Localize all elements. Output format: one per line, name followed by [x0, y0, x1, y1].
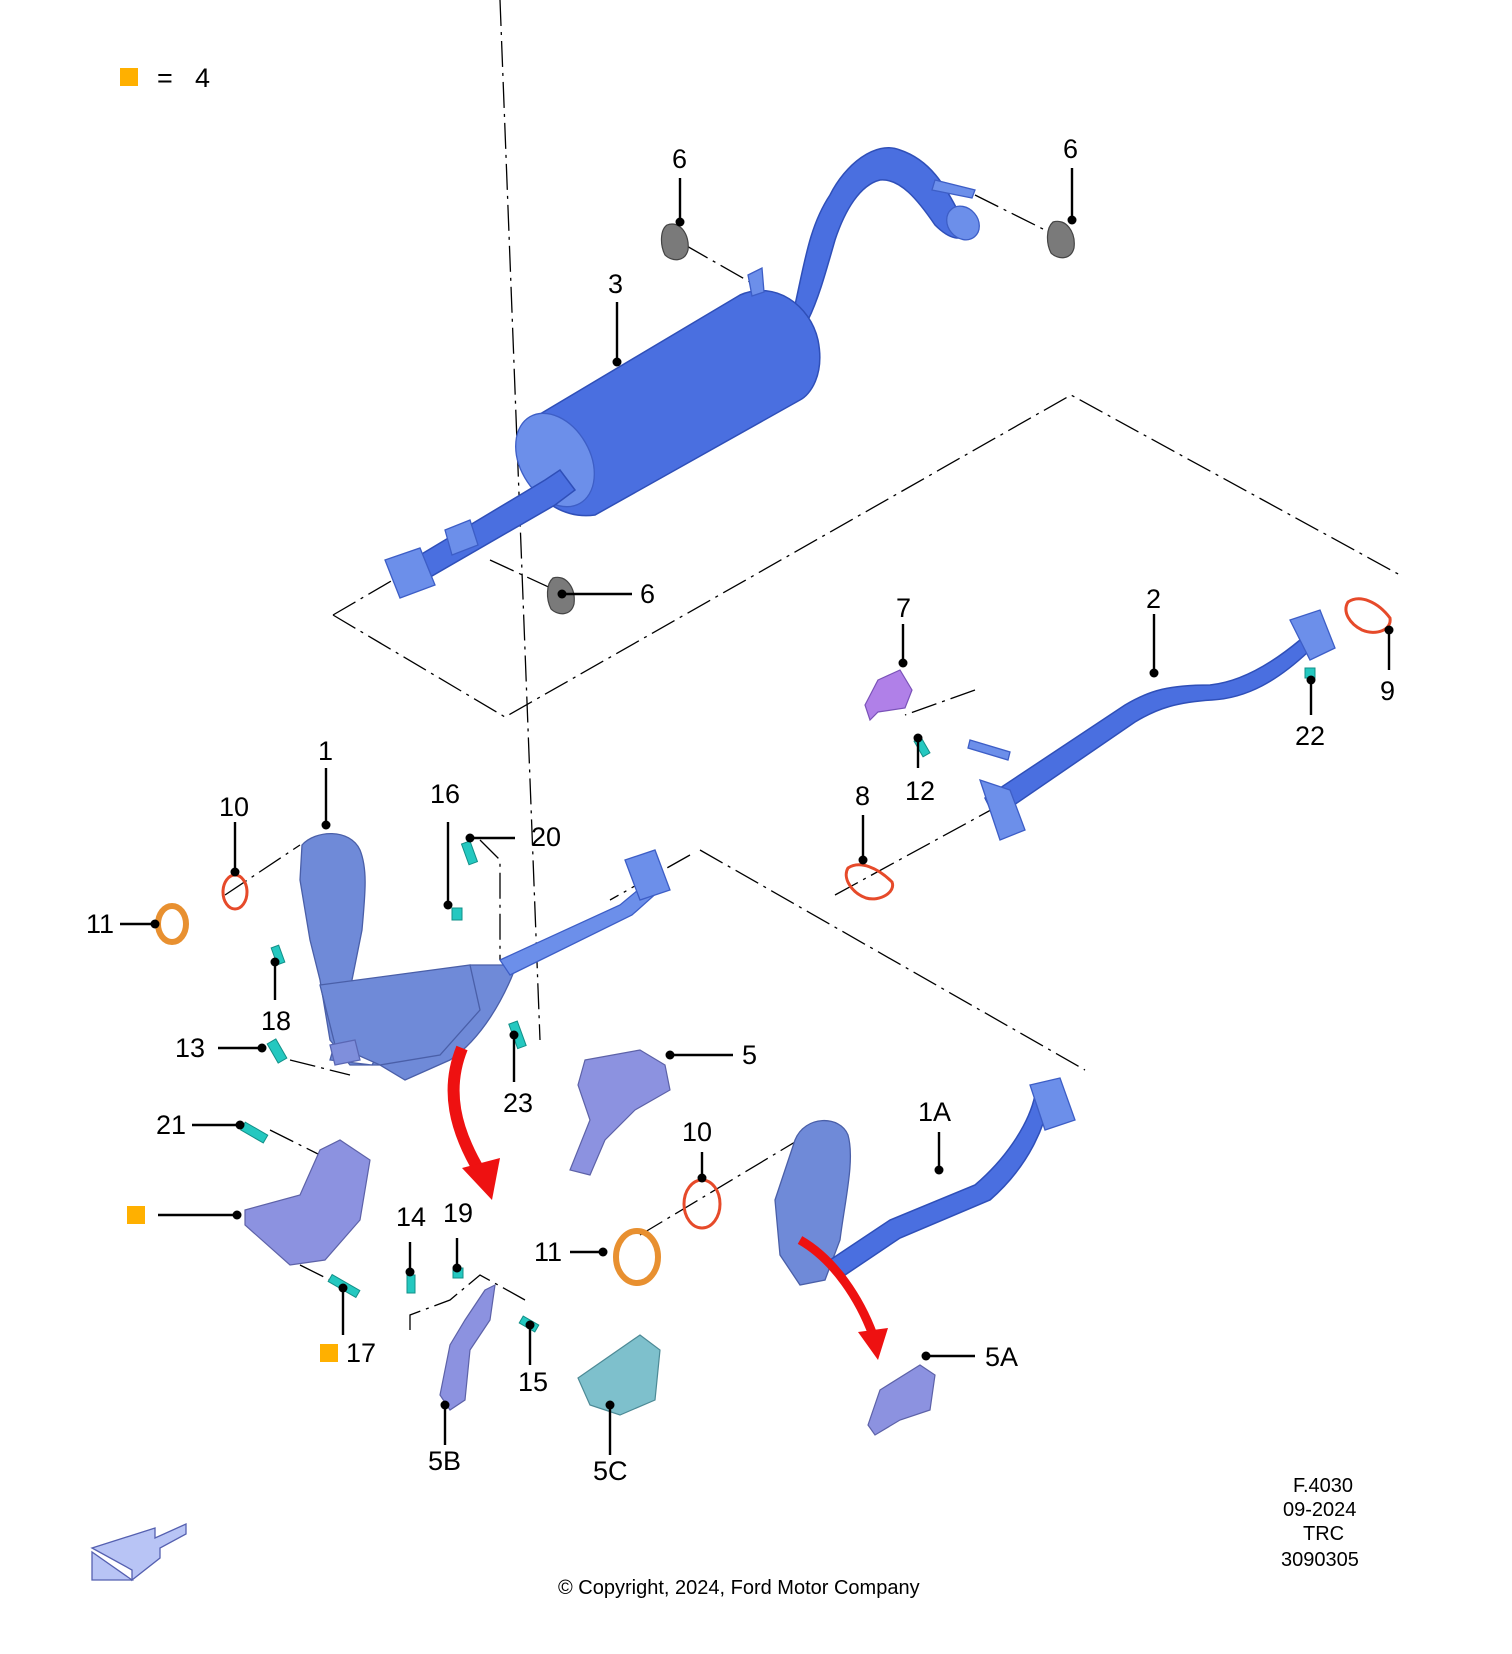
callout-7: 7: [896, 593, 911, 623]
callout-5a: 5A: [985, 1342, 1018, 1372]
callout-21: 21: [156, 1110, 186, 1140]
info-line-3: TRC: [1303, 1523, 1344, 1545]
legend-value: 4: [195, 63, 210, 93]
callout-22: 22: [1295, 721, 1325, 751]
callout-3: 3: [608, 269, 623, 299]
callout-6: 6: [672, 144, 687, 174]
bolt-icon: [266, 1038, 288, 1064]
callout-2: 2: [1146, 584, 1161, 614]
callout-5b: 5B: [428, 1446, 461, 1476]
nut-icon: [451, 907, 463, 921]
bolt-icon: [406, 1274, 416, 1294]
bolt-icon: [240, 1121, 269, 1144]
callout-14: 14: [396, 1202, 426, 1232]
callout-20: 20: [531, 822, 561, 852]
callout-15: 15: [518, 1367, 548, 1397]
bracket-icon: [864, 669, 913, 722]
callout-1a: 1A: [918, 1097, 951, 1127]
legend: = 4: [120, 63, 210, 93]
bolt-icon: [270, 944, 286, 966]
assembly-outlines: [224, 0, 1401, 1330]
callout-10: 10: [219, 792, 249, 822]
catalytic-converter-assembly: [299, 833, 671, 1081]
clamp-icon: [613, 1228, 661, 1286]
leader-lines: [120, 168, 1394, 1455]
bracket-5b-icon: [439, 1283, 496, 1411]
callout-11: 11: [534, 1237, 562, 1267]
callout-10: 10: [682, 1117, 712, 1147]
gaskets: [221, 597, 1392, 1230]
legend-equals: =: [157, 63, 173, 93]
clamp-icon: [155, 903, 189, 945]
callout-19: 19: [443, 1198, 473, 1228]
gasket-icon: [844, 863, 895, 901]
callout-12: 12: [905, 776, 935, 806]
callout-11: 11: [86, 909, 114, 939]
heat-shield-5c-icon: [577, 1334, 661, 1416]
callout-23: 23: [503, 1088, 533, 1118]
copyright-text: © Copyright, 2024, Ford Motor Company: [558, 1577, 920, 1599]
callout-8: 8: [855, 781, 870, 811]
isolator-icon: [1046, 220, 1075, 259]
info-line-2: 09-2024: [1283, 1499, 1356, 1521]
bolt-icon: [460, 840, 479, 866]
legend-square-icon: [320, 1344, 338, 1362]
red-curved-arrow-icon: [447, 1045, 888, 1360]
bracket-mount-icon: [244, 1139, 371, 1266]
gasket-icon: [1344, 597, 1392, 634]
info-line-4: 3090305: [1281, 1549, 1359, 1571]
callout-16: 16: [430, 779, 460, 809]
callout-6: 6: [640, 579, 655, 609]
intermediate-pipe: [967, 609, 1336, 841]
bracket-5a-icon: [867, 1364, 936, 1436]
legend-square-icon: [120, 68, 138, 86]
rear-muffler-assembly: [384, 147, 980, 599]
brackets: [244, 1049, 936, 1436]
callout-5c: 5C: [593, 1456, 628, 1486]
callout-17: 17: [346, 1338, 376, 1368]
legend-square-icon: [127, 1206, 145, 1224]
callout-18: 18: [261, 1006, 291, 1036]
gasket-icon: [682, 1178, 722, 1230]
callout-13: 13: [175, 1033, 205, 1063]
info-line-1: F.4030: [1293, 1475, 1353, 1497]
catalytic-converter-alt: [774, 1077, 1076, 1286]
callout-1: 1: [318, 736, 333, 766]
callout-6: 6: [1063, 134, 1078, 164]
bracket-5-icon: [569, 1049, 671, 1176]
callout-5: 5: [742, 1040, 757, 1070]
gasket-icon: [221, 873, 249, 911]
isolator-icon: [660, 223, 689, 261]
callout-labels: 6 6 3 6 7 2 9 22 12 8 1 10 16 20 11 18 1…: [86, 134, 1395, 1486]
info-block: F.4030 09-2024 TRC 3090305: [1281, 1475, 1359, 1571]
callout-9: 9: [1380, 676, 1395, 706]
front-direction-arrow-icon: [90, 1522, 187, 1582]
